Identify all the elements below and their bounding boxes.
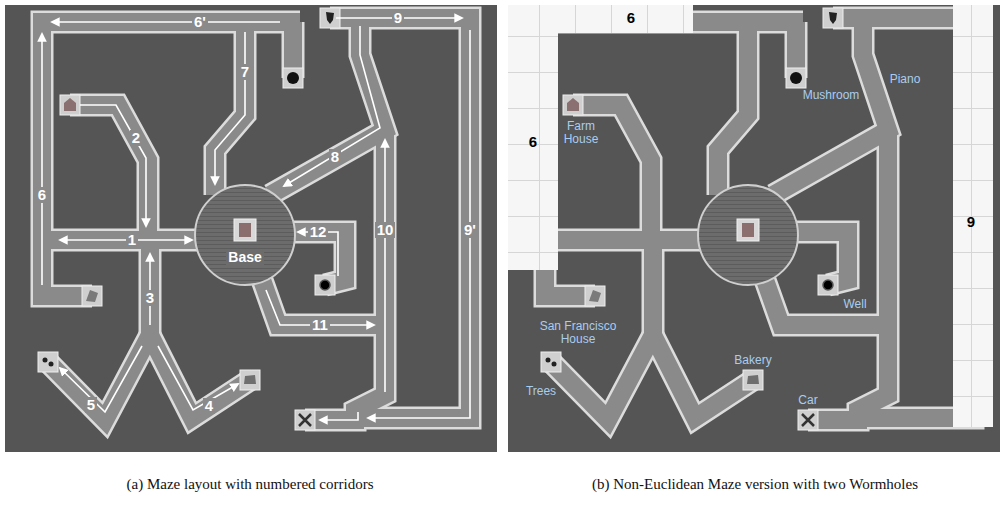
landmark-name: San Francisco House — [528, 320, 628, 346]
corridor-number: 6 — [36, 187, 48, 204]
corridor-number: 8 — [329, 149, 341, 166]
well-icon — [315, 275, 335, 295]
corridor-number: 9 — [392, 10, 404, 27]
figure-caption: (b) Non-Euclidean Maze version with two … — [592, 476, 918, 493]
landmark-name: Bakery — [734, 354, 771, 367]
arrow — [158, 346, 238, 410]
landmark-name: Farm House — [556, 120, 606, 146]
corridor-number: 3 — [144, 290, 156, 307]
wormhole-number: 6 — [529, 134, 537, 151]
corridor-number: 2 — [130, 130, 142, 147]
bakery-icon — [240, 370, 260, 390]
arrow — [60, 346, 142, 412]
corridor-number: 9' — [462, 222, 478, 239]
landmark-name: Well — [843, 298, 866, 311]
wormhole-band — [508, 5, 558, 270]
corridor-number: 1 — [126, 232, 138, 249]
wormhole-band — [953, 5, 993, 427]
corridor-number: 11 — [310, 317, 330, 334]
arrow — [80, 105, 146, 226]
corridor-number: 4 — [203, 398, 215, 415]
farm-house-icon — [60, 95, 80, 115]
corridor-edge — [42, 18, 470, 420]
landmark-name: Mushroom — [803, 89, 860, 102]
arrow — [384, 140, 386, 392]
wormhole-number: 9 — [967, 214, 975, 231]
corridor-number: 7 — [239, 64, 251, 81]
arrow — [52, 21, 280, 23]
base-label: Base — [226, 250, 263, 265]
wormhole-number: 6 — [627, 10, 635, 27]
arrow — [215, 32, 245, 184]
arrow — [368, 30, 470, 418]
car-icon — [295, 410, 315, 430]
mushroom-icon — [283, 68, 303, 88]
base-icon — [234, 219, 256, 241]
maze-layout — [5, 5, 497, 452]
non-euclidean-maze — [508, 5, 1000, 452]
sf-house-icon — [82, 286, 102, 306]
corridor-number: 10 — [375, 222, 396, 239]
base-area — [195, 185, 295, 285]
corridor-number: 5 — [85, 397, 97, 414]
figure-caption: (a) Maze layout with numbered corridors — [127, 476, 374, 493]
maze-floor — [5, 5, 497, 452]
arrow — [284, 26, 380, 186]
landmark-name: Piano — [890, 73, 921, 86]
direction-arrows — [42, 18, 470, 420]
arrow — [320, 412, 358, 420]
trees-icon — [38, 352, 58, 372]
maze-copy — [508, 5, 1000, 452]
landmark-name: Trees — [526, 385, 556, 398]
landmark-name: Car — [798, 394, 817, 407]
corridor-number: 6' — [192, 14, 208, 31]
arrow — [41, 34, 43, 285]
corridor-number: 12 — [308, 224, 329, 241]
corridor — [42, 18, 470, 420]
